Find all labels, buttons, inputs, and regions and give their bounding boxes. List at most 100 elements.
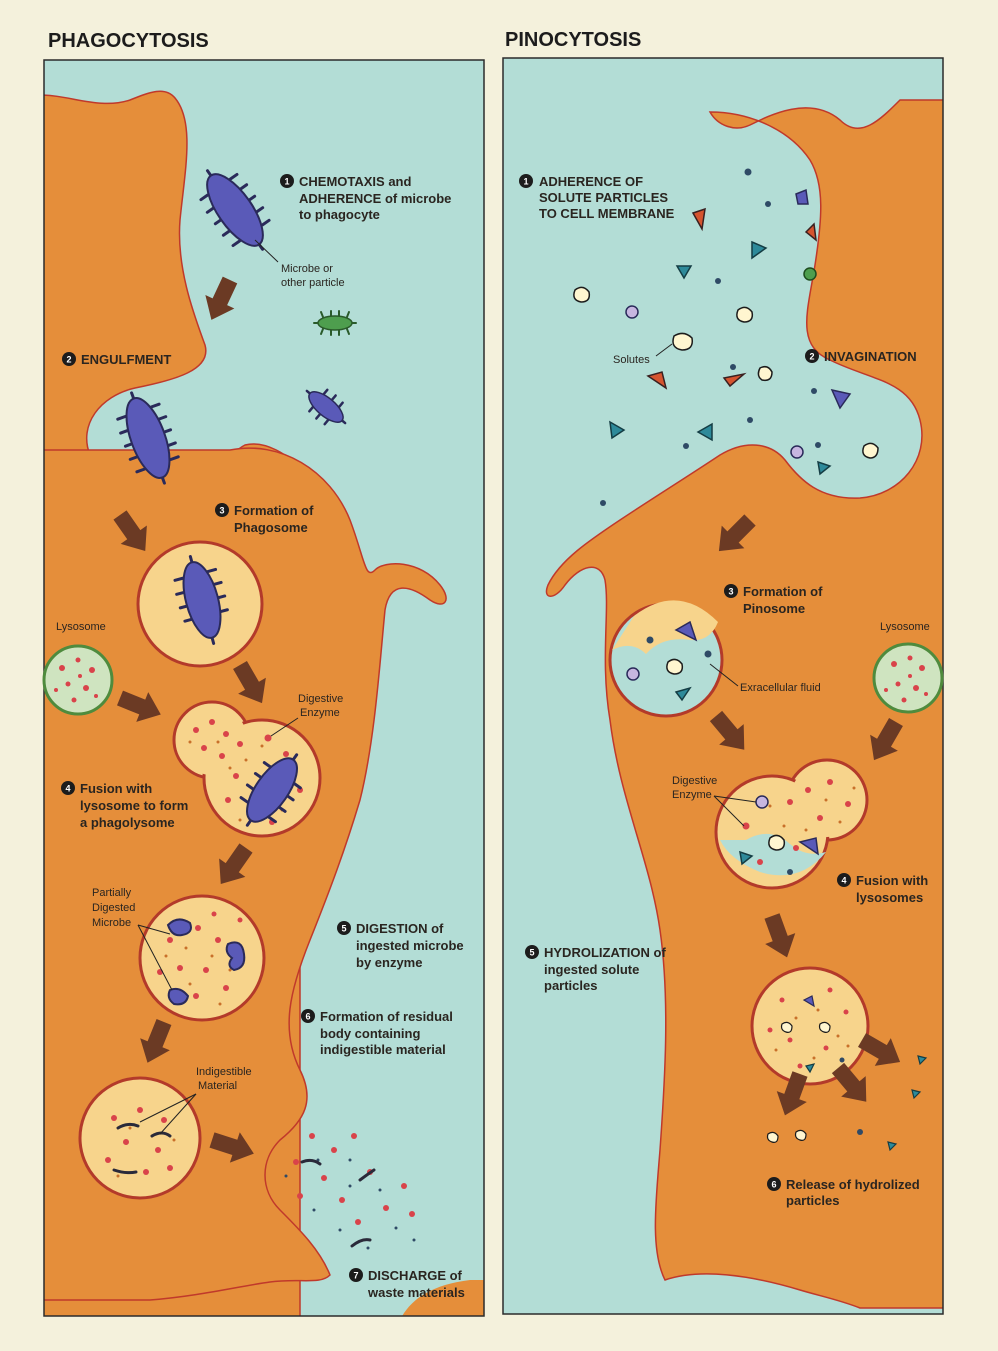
fragment-icon <box>167 987 190 1006</box>
solutes-leader-line <box>655 343 673 357</box>
step-number: 1 <box>284 177 289 187</box>
partial-leader-line <box>137 924 171 935</box>
pino-fusion-vesicle <box>714 758 869 890</box>
step-text: Fusion with <box>80 781 152 796</box>
step-text: SOLUTE PARTICLES <box>539 190 668 205</box>
phagocytosis-title: PHAGOCYTOSIS <box>48 30 209 52</box>
green-microbe-icon <box>313 310 357 336</box>
debris-icon <box>116 1122 140 1130</box>
step-number: 1 <box>523 177 528 187</box>
pino-enzyme-leader <box>713 795 757 803</box>
step-number: 6 <box>305 1012 310 1022</box>
phago-step-7: 7 DISCHARGE of waste materials <box>349 1268 465 1300</box>
step-text: INVAGINATION <box>824 349 917 364</box>
step-text: ingested microbe <box>356 938 464 953</box>
step-text: waste materials <box>367 1285 465 1300</box>
step-text: DIGESTION of <box>356 921 444 936</box>
enzyme-label: Enzyme <box>300 707 340 719</box>
partial-label: Microbe <box>92 917 131 929</box>
step-text: to phagocyte <box>299 207 380 222</box>
step-text: Phagosome <box>234 520 308 535</box>
step-number: 6 <box>771 1180 776 1190</box>
step-text: lysosome to form <box>80 798 188 813</box>
residual-body <box>78 1076 202 1200</box>
indigestible-label: Material <box>198 1080 237 1092</box>
pino-enzyme-label: Enzyme <box>672 789 712 801</box>
phagocytosis-panel: 1 CHEMOTAXIS and ADHERENCE of microbe to… <box>42 59 485 1317</box>
pino-step-4: 4 Fusion with lysosomes <box>837 873 928 905</box>
step-number: 7 <box>353 1271 358 1281</box>
step-text: lysosomes <box>856 890 923 905</box>
lysosome-icon <box>42 644 114 716</box>
solute-particles <box>573 168 879 506</box>
step-text: a phagolysome <box>80 815 175 830</box>
phago-cell-tail <box>402 1280 484 1316</box>
partial-label: Digested <box>92 902 135 914</box>
fluid-label: Exracellular fluid <box>740 682 821 694</box>
step-text: HYDROLIZATION of <box>544 945 666 960</box>
step-text: ingested solute <box>544 962 639 977</box>
enzyme-label: Digestive <box>298 693 343 705</box>
step-number: 2 <box>809 352 814 362</box>
step-text: Fusion with <box>856 873 928 888</box>
hydrolization-vesicle <box>750 966 870 1086</box>
microbe-leader-line <box>254 239 279 263</box>
phago-step-6: 6 Formation of residual body containing … <box>301 1009 453 1057</box>
pinocytosis-panel: 1 ADHERENCE OF SOLUTE PARTICLES TO CELL … <box>502 57 944 1315</box>
step-number: 5 <box>341 924 346 934</box>
microbe-label: Microbe or <box>281 263 333 275</box>
step-number: 2 <box>66 355 71 365</box>
digestion-vesicle <box>138 894 266 1022</box>
step-text: TO CELL MEMBRANE <box>539 206 675 221</box>
pino-enzyme-label: Digestive <box>672 775 717 787</box>
phago-step-2: 2 ENGULFMENT <box>62 352 171 367</box>
step-number: 5 <box>529 948 534 958</box>
solutes-label: Solutes <box>613 354 650 366</box>
step-text: CHEMOTAXIS and <box>299 174 411 189</box>
released-particles <box>766 1055 928 1152</box>
step-text: Pinosome <box>743 601 805 616</box>
flow-arrows-left <box>113 276 266 1163</box>
phagolysosome-microbe-icon <box>239 753 302 827</box>
step-text: Formation of <box>743 584 823 599</box>
pino-step-2: 2 INVAGINATION <box>805 349 917 364</box>
phago-step-1: 1 CHEMOTAXIS and ADHERENCE of microbe to… <box>280 174 451 222</box>
pinosome <box>608 600 724 718</box>
lysosome-label: Lysosome <box>56 621 106 633</box>
pino-panel-border <box>502 57 944 1315</box>
enzyme-dot <box>264 734 272 742</box>
phagosome <box>136 540 264 668</box>
step-text: ADHERENCE OF <box>539 174 643 189</box>
phagosome-microbe-icon <box>173 555 229 645</box>
phagolysosome <box>172 700 322 838</box>
step-text: Formation of residual <box>320 1009 453 1024</box>
step-text: particles <box>786 1193 839 1208</box>
engulfed-microbe-icon <box>116 391 180 485</box>
pino-step-1: 1 ADHERENCE OF SOLUTE PARTICLES TO CELL … <box>519 174 675 221</box>
partial-label: Partially <box>92 887 132 899</box>
indigestible-leader-line <box>159 1093 197 1135</box>
debris-icon <box>350 1238 372 1248</box>
step-number: 4 <box>65 784 70 794</box>
phago-step-3: 3 Formation of Phagosome <box>215 503 314 535</box>
discharged-waste <box>284 1133 416 1250</box>
enzyme-leader-line <box>267 717 299 739</box>
step-number: 3 <box>219 506 224 516</box>
step-text: indigestible material <box>320 1042 446 1057</box>
pino-step-3: 3 Formation of Pinosome <box>724 584 823 616</box>
step-number: 3 <box>728 587 733 597</box>
indigestible-leader-line <box>139 1093 197 1123</box>
lysosome-label: Lysosome <box>880 621 930 633</box>
small-microbe-icon <box>305 388 347 426</box>
pinocytosis-title: PINOCYTOSIS <box>505 29 641 51</box>
debris-icon <box>358 1168 376 1182</box>
debris-icon <box>112 1168 138 1175</box>
partial-leader-line <box>137 924 173 991</box>
flow-arrows-right <box>709 514 903 1116</box>
step-text: ADHERENCE of microbe <box>299 191 451 206</box>
fluid-leader-line <box>709 663 739 687</box>
step-text: body containing <box>320 1026 420 1041</box>
step-number: 4 <box>841 876 846 886</box>
lysosome-icon <box>872 642 944 714</box>
